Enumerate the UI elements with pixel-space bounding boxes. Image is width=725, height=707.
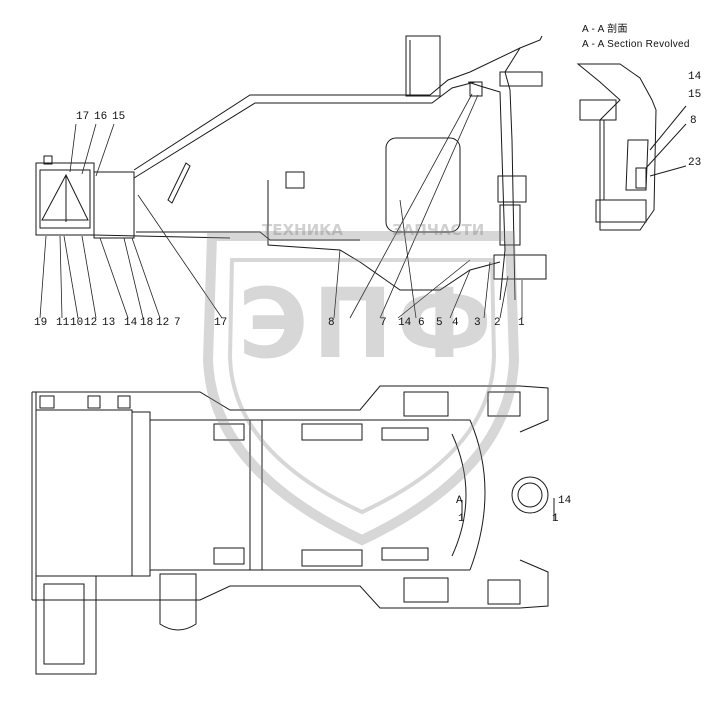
callout: 17	[214, 317, 228, 329]
callout: 2	[494, 317, 501, 329]
callout: 11	[56, 317, 70, 329]
section-caption-cn: A - A 剖面	[582, 24, 628, 35]
section-mark-a-num: 1	[458, 513, 465, 525]
watermark-logo-text: ЭПФ	[238, 268, 496, 380]
callout: 12	[156, 317, 170, 329]
callout: 5	[436, 317, 443, 329]
section-mark-a: A	[456, 495, 463, 507]
callout: 14	[398, 317, 412, 329]
side-view-frame	[35, 35, 547, 301]
callout: 18	[140, 317, 154, 329]
watermark-text-left: ТЕХНИКА	[262, 221, 344, 239]
section-caption-en: A - A Section Revolved	[582, 39, 690, 50]
callout: 15	[112, 111, 126, 123]
plan-view	[31, 385, 555, 675]
callout: 17	[76, 111, 90, 123]
callout: 16	[94, 111, 108, 123]
watermark-logo	[202, 231, 520, 546]
callout: 13	[102, 317, 116, 329]
callout: 8	[690, 115, 697, 127]
callout: 12	[84, 317, 98, 329]
callout: 15	[688, 89, 702, 101]
callout: 23	[688, 157, 702, 169]
callout: 4	[452, 317, 459, 329]
callout: 3	[474, 317, 481, 329]
watermark-text-right: ЗАПЧАСТИ	[392, 221, 485, 239]
callout: 19	[34, 317, 48, 329]
callout: 7	[174, 317, 181, 329]
callout: 1	[518, 317, 525, 329]
section-mark-14-num: 1	[552, 513, 559, 525]
callout: 7	[380, 317, 387, 329]
callout: 14	[688, 71, 702, 83]
callout: 8	[328, 317, 335, 329]
callout: 10	[70, 317, 84, 329]
callout: 6	[418, 317, 425, 329]
callout: 14	[124, 317, 138, 329]
section-view	[576, 63, 687, 231]
section-mark-14: 14	[558, 495, 572, 507]
